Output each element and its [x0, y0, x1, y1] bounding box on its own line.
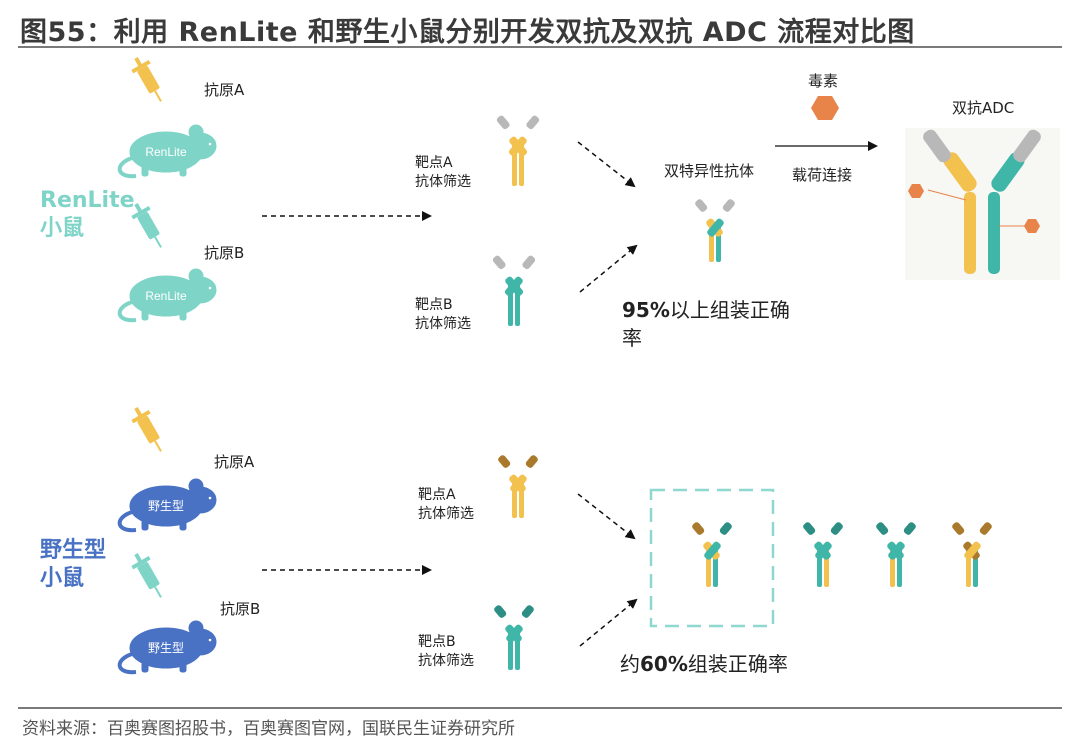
screen-label-line: 抗体筛选: [415, 174, 471, 190]
rate-value: 60%: [640, 652, 688, 676]
mouse-label: 野生型: [148, 499, 184, 513]
mixed-antibody-icon: [876, 522, 916, 587]
screen-label-line: 靶点A: [415, 155, 453, 171]
figure-title: 图55：利用 RenLite 和野生小鼠分别开发双抗及双抗 ADC 流程对比图: [20, 17, 915, 48]
flow-arrow: [579, 244, 638, 293]
toxin-hexagon-icon: [811, 96, 839, 120]
mouse-label: RenLite: [145, 145, 187, 159]
source-note: 资料来源：百奥赛图招股书，百奥赛图官网，国联民生证券研究所: [22, 719, 515, 739]
wild-type-group-label: 野生型 小鼠: [40, 537, 106, 593]
antibody-a-icon: [496, 115, 540, 186]
syringe-antigen-b-icon: [131, 553, 162, 598]
flow-arrow: [577, 141, 636, 188]
mixed-antibody-icon: [952, 522, 992, 587]
syringe-antigen-b-icon: [131, 203, 162, 248]
screen-a-label: 靶点A 抗体筛选: [418, 486, 474, 524]
screen-label-line: 抗体筛选: [418, 506, 474, 522]
rate-text: 约: [620, 652, 640, 676]
group-label-line: RenLite: [40, 188, 135, 213]
antigen-a-label: 抗原A: [214, 453, 255, 471]
antibody-a-icon: [498, 455, 538, 518]
title-rule: [18, 46, 1062, 48]
group-label-line: 小鼠: [40, 566, 85, 591]
antigen-b-label: 抗原B: [204, 244, 245, 262]
adc-label: 双抗ADC: [952, 99, 1015, 117]
screen-label-line: 抗体筛选: [415, 316, 471, 332]
payload-link-label: 载荷连接: [792, 166, 853, 184]
screen-label-line: 靶点A: [418, 487, 456, 503]
rate-text: 率: [622, 326, 642, 350]
bispecific-antibody-icon: [695, 199, 735, 262]
antibody-b-icon: [494, 605, 534, 670]
top-assembly-rate: 95%以上组装正确 率: [622, 296, 790, 352]
screen-b-label: 靶点B 抗体筛选: [418, 633, 474, 671]
bispecific-adc-icon: [905, 128, 1060, 280]
mixed-antibody-icon: [692, 522, 732, 587]
bispecific-label: 双特异性抗体: [664, 162, 755, 180]
renlite-group-label: RenLite 小鼠: [40, 187, 135, 243]
screen-b-label: 靶点B 抗体筛选: [415, 296, 471, 334]
mouse-label: 野生型: [148, 641, 184, 655]
screen-label-line: 靶点B: [418, 634, 456, 650]
mixed-antibody-icon: [803, 522, 843, 587]
screen-a-label: 靶点A 抗体筛选: [415, 154, 471, 192]
screen-label-line: 抗体筛选: [418, 653, 474, 669]
antigen-a-label: 抗原A: [204, 81, 245, 99]
rate-text: 组装正确率: [687, 652, 788, 676]
toxin-label: 毒素: [808, 72, 839, 90]
rate-value: 95%: [622, 298, 670, 322]
syringe-antigen-a-icon: [131, 407, 162, 452]
syringe-antigen-a-icon: [131, 57, 162, 102]
footer-rule: [18, 707, 1062, 709]
correct-assembly-box: [649, 488, 775, 628]
rate-text: 以上组装正确: [669, 298, 790, 322]
antibody-b-icon: [492, 255, 536, 326]
mouse-label: RenLite: [145, 289, 187, 303]
flow-arrow: [579, 598, 638, 647]
bottom-assembly-rate: 约60%组装正确率: [620, 650, 788, 678]
group-label-line: 野生型: [40, 538, 107, 563]
antigen-b-label: 抗原B: [220, 600, 261, 618]
screen-label-line: 靶点B: [415, 297, 453, 313]
flow-arrow: [577, 493, 636, 540]
group-label-line: 小鼠: [40, 216, 85, 241]
